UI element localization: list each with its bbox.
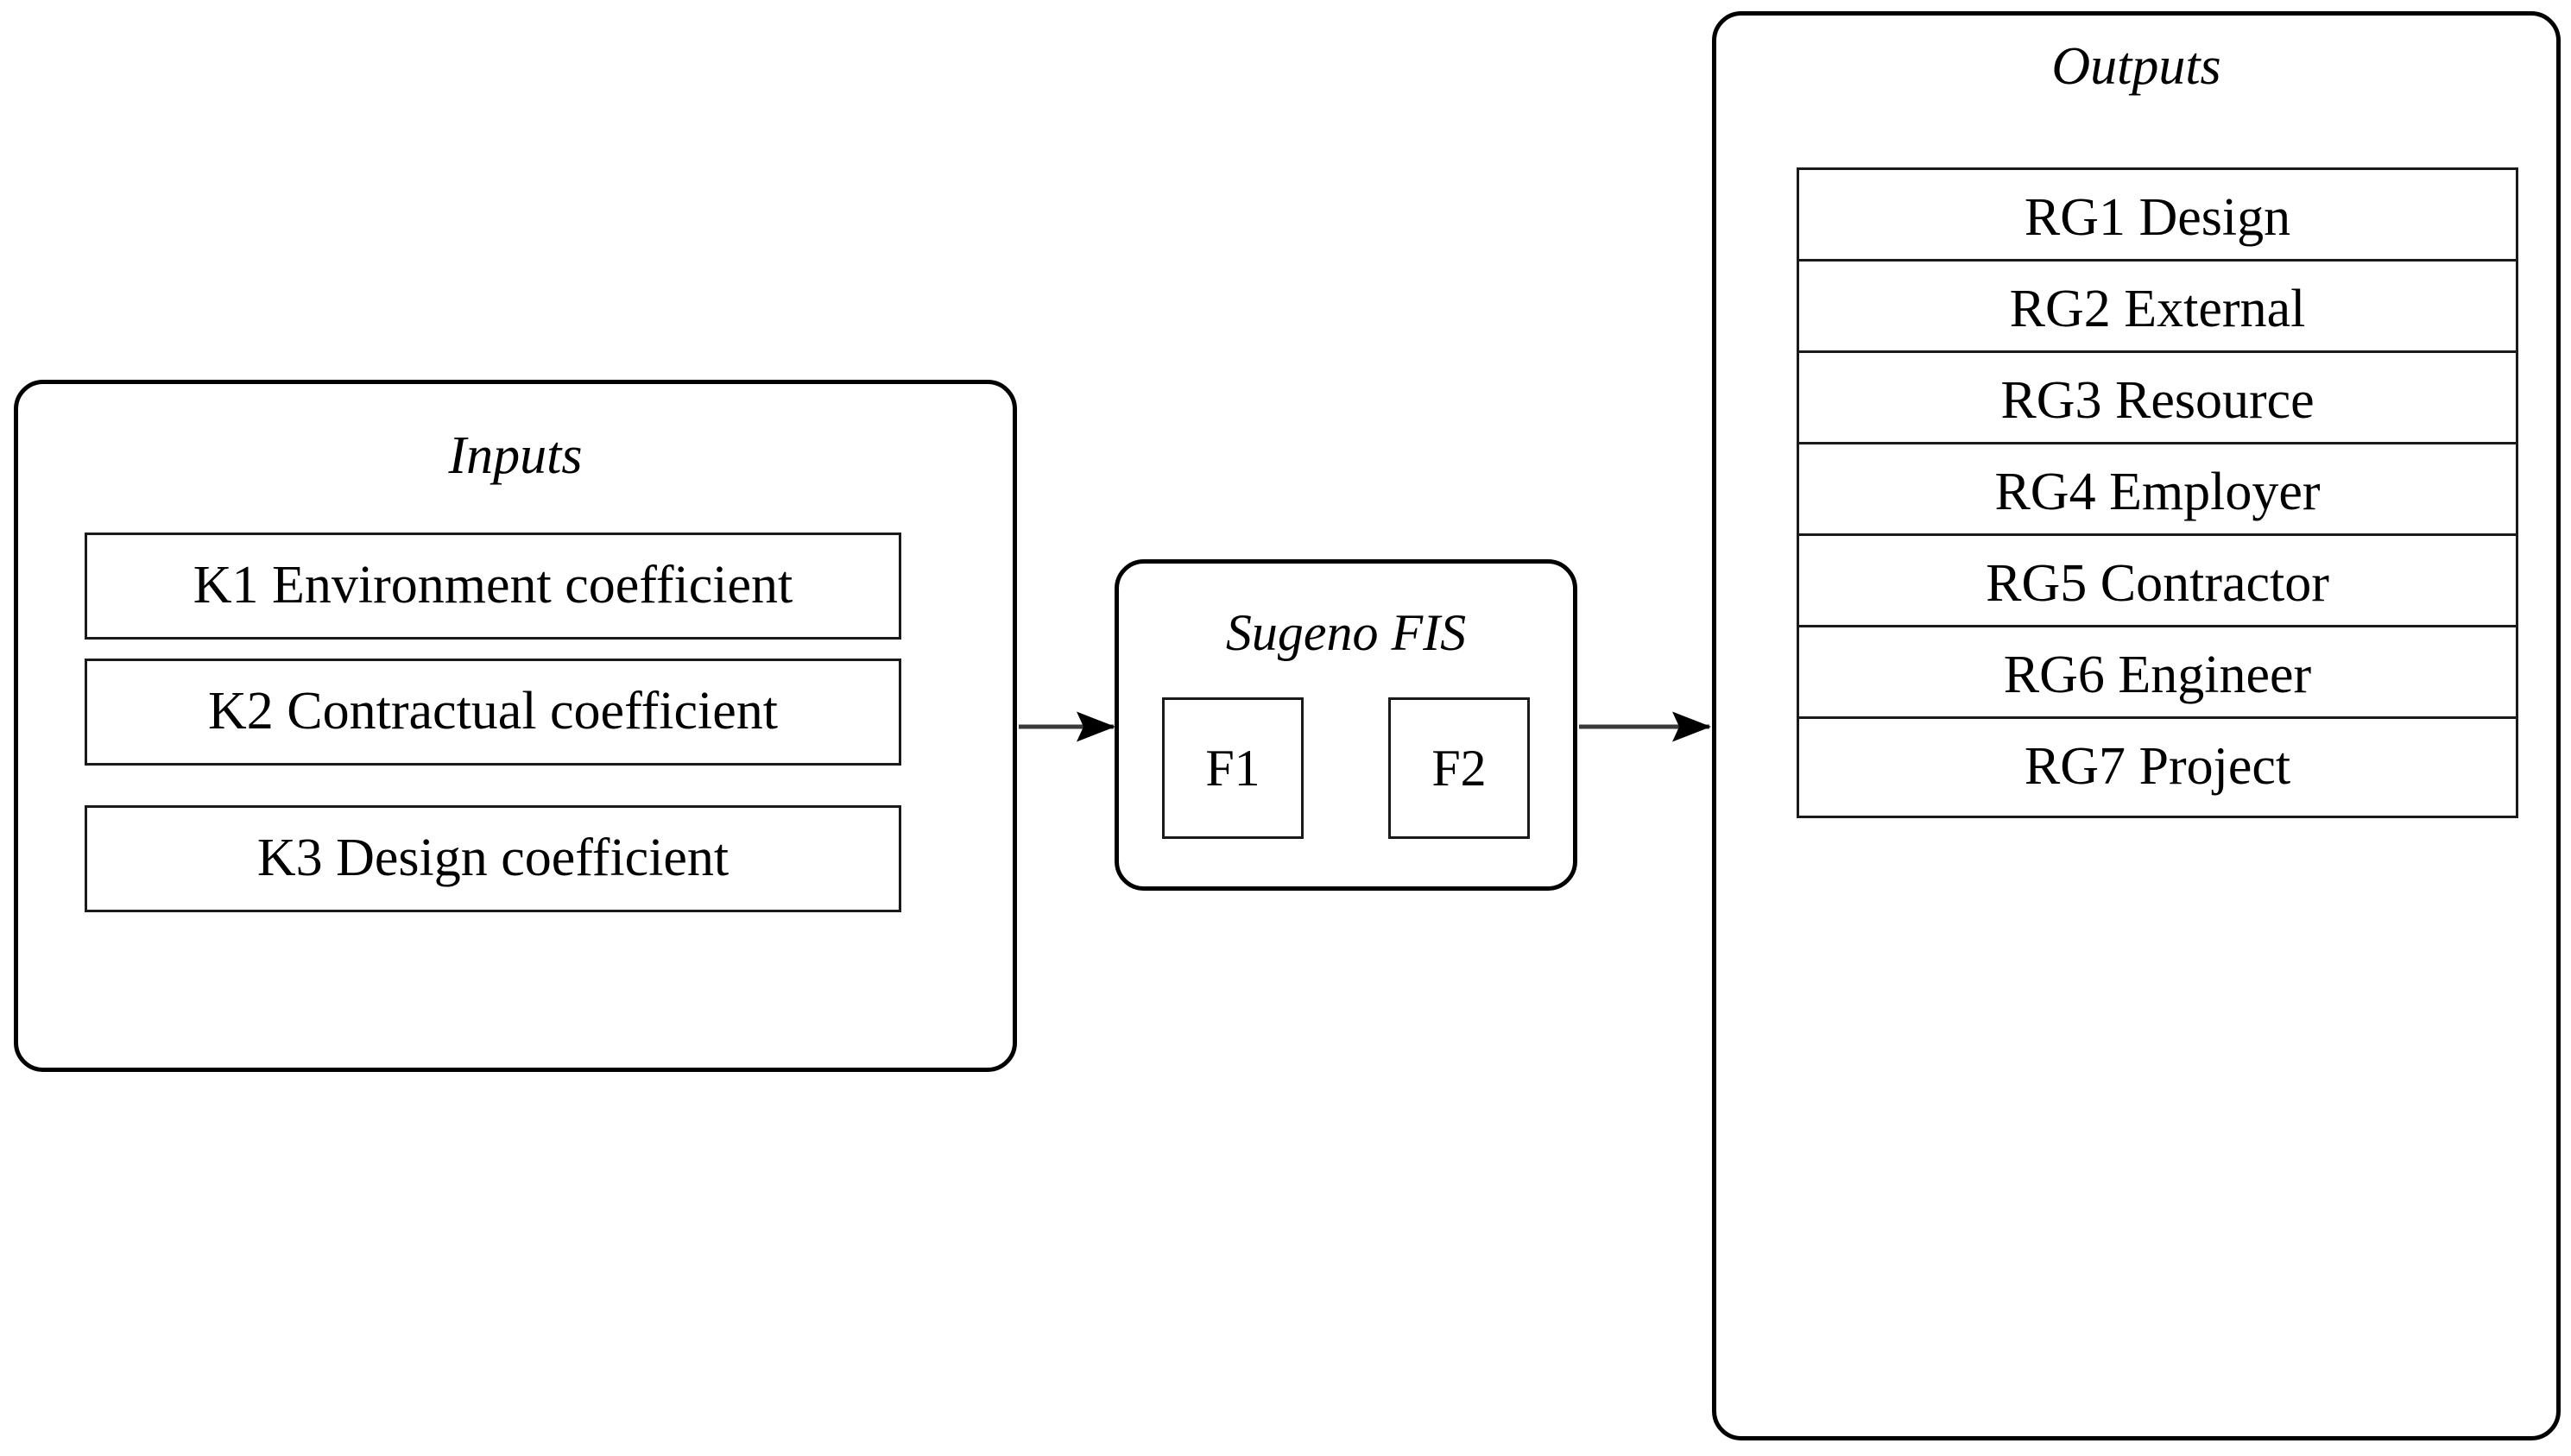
input-item-k1: K1 Environment coefficient — [85, 533, 901, 640]
sugeno-fis-title: Sugeno FIS — [1225, 604, 1467, 661]
inputs-panel-title: Inputs — [448, 426, 583, 485]
fis-function-f1: F1 — [1162, 697, 1304, 839]
output-item-rg5: RG5 Contractor — [1797, 533, 2518, 635]
output-item-rg4: RG4 Employer — [1797, 442, 2518, 544]
output-item-rg3: RG3 Resource — [1797, 350, 2518, 452]
output-item-rg2: RG2 External — [1797, 259, 2518, 361]
output-item-rg7: RG7 Project — [1797, 716, 2518, 818]
outputs-panel: Outputs RG1 Design RG2 External RG3 Reso… — [1712, 11, 2561, 1440]
output-item-rg6: RG6 Engineer — [1797, 625, 2518, 727]
fis-function-f2: F2 — [1388, 697, 1530, 839]
sugeno-fis-panel: Sugeno FIS F1 F2 — [1115, 559, 1577, 891]
inputs-panel: Inputs K1 Environment coefficient K2 Con… — [14, 380, 1017, 1072]
input-item-k3: K3 Design coefficient — [85, 805, 901, 912]
input-item-k2: K2 Contractual coefficient — [85, 659, 901, 766]
outputs-panel-title: Outputs — [2051, 37, 2221, 96]
output-item-rg1: RG1 Design — [1797, 167, 2518, 269]
